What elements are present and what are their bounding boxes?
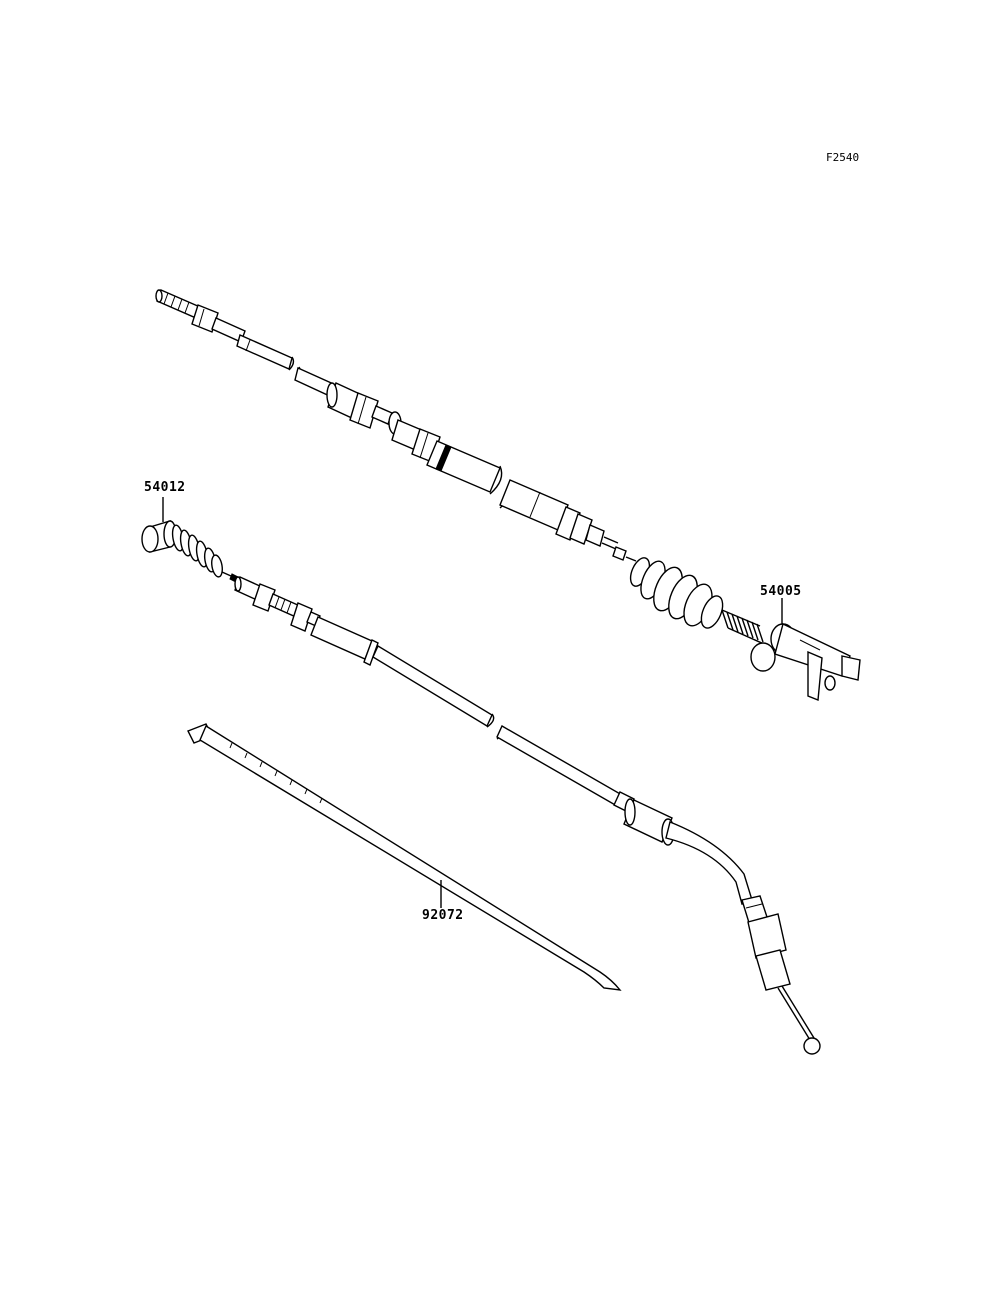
cable-54005 bbox=[155, 289, 861, 701]
figure-code: F2540 bbox=[826, 151, 860, 164]
cable-54012 bbox=[141, 520, 821, 1055]
cable-54012-housing-c bbox=[496, 725, 623, 807]
cable-54012-carb-fitting bbox=[613, 791, 821, 1055]
cable-54005-housing-d bbox=[499, 479, 569, 531]
cable-54012-end-cap bbox=[141, 520, 177, 553]
cable-54012-housing-a bbox=[310, 616, 373, 660]
cable-54005-spring bbox=[721, 609, 765, 645]
cable-54012-spring bbox=[171, 524, 223, 578]
cable-54005-lever-fitting bbox=[750, 623, 861, 701]
cable-54005-threaded-end bbox=[155, 289, 246, 343]
cable-54012-adjuster bbox=[234, 576, 321, 632]
cable-54005-rubber-boot bbox=[629, 557, 724, 629]
cable-54005-collars bbox=[555, 506, 627, 561]
part-label-92072[interactable]: 92072 bbox=[422, 908, 464, 923]
part-label-54005[interactable]: 54005 bbox=[760, 584, 802, 599]
cable-54005-adjuster bbox=[326, 382, 441, 463]
part-label-54012[interactable]: 54012 bbox=[144, 480, 186, 495]
cable-54012-housing-b bbox=[372, 644, 493, 728]
tie-strap-92072 bbox=[187, 723, 622, 991]
cable-54005-housing-a bbox=[236, 334, 293, 370]
